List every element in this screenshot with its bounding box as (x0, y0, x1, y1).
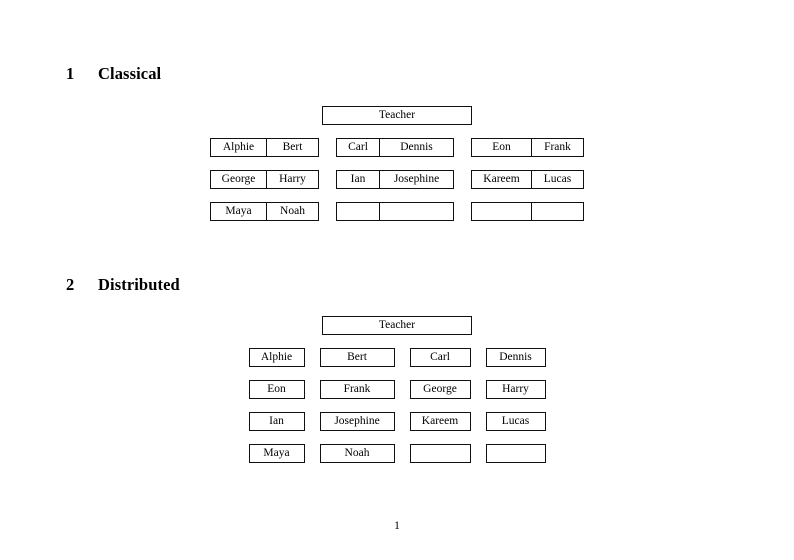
section-number: 2 (66, 275, 75, 294)
cell-name: Eon (492, 141, 511, 153)
cell-name-empty (337, 203, 379, 220)
section-title: Classical (98, 64, 162, 83)
table-row-empty (471, 202, 584, 221)
cell-name: Eon (248, 380, 305, 399)
cell-name: Kareem (409, 412, 471, 431)
cell-name: Alphie (248, 348, 305, 367)
distributed-teacher-box: Teacher (322, 316, 472, 335)
cell-name: Josephine (319, 412, 395, 431)
cell-name: Kareem (483, 173, 520, 185)
classical-diagram: Teacher Alphie Bert George Harry Maya No… (0, 106, 794, 221)
classical-group-right: Eon Frank Kareem Lucas (471, 138, 584, 221)
cell-name: Dennis (485, 348, 546, 367)
cell-name: Lucas (531, 171, 583, 188)
classical-group-container: Alphie Bert George Harry Maya Noah Carl … (0, 138, 794, 221)
section-number: 1 (66, 64, 75, 83)
cell-name: Noah (319, 444, 395, 463)
cell-name: Bert (319, 348, 395, 367)
table-row: Alphie Bert (210, 138, 319, 157)
section-heading-distributed: 2 Distributed (66, 275, 180, 295)
table-row: Maya Noah (210, 202, 319, 221)
table-row: Carl Dennis (336, 138, 454, 157)
classical-group-middle: Carl Dennis Ian Josephine (336, 138, 454, 221)
table-row: Eon Frank George Harry (248, 380, 546, 399)
cell-name: Maya (225, 205, 252, 217)
cell-name: Ian (248, 412, 305, 431)
classical-teacher-row: Teacher (0, 106, 794, 125)
distributed-diagram: Teacher Alphie Bert Carl Dennis Eon Fran… (0, 316, 794, 463)
cell-name: Alphie (222, 141, 255, 153)
section-title: Distributed (98, 275, 180, 294)
cell-name-empty (409, 444, 471, 463)
cell-name: Harry (266, 171, 318, 188)
cell-name: Josephine (379, 171, 453, 188)
cell-name: Frank (319, 380, 395, 399)
table-row: Ian Josephine Kareem Lucas (248, 412, 546, 431)
distributed-grid: Alphie Bert Carl Dennis Eon Frank George… (0, 348, 794, 463)
cell-name: Ian (350, 173, 366, 185)
classical-group-left: Alphie Bert George Harry Maya Noah (210, 138, 319, 221)
cell-name: Frank (531, 139, 583, 156)
cell-name: George (409, 380, 471, 399)
cell-name: Dennis (379, 139, 453, 156)
table-row: George Harry (210, 170, 319, 189)
cell-name: Harry (485, 380, 546, 399)
table-row: Maya Noah (248, 444, 546, 463)
distributed-teacher-row: Teacher (0, 316, 794, 335)
cell-name: Noah (266, 203, 318, 220)
cell-name: Maya (248, 444, 305, 463)
cell-name: Carl (348, 141, 368, 153)
page-number: 1 (394, 520, 400, 532)
table-row: Ian Josephine (336, 170, 454, 189)
cell-name-empty (472, 203, 531, 220)
table-row: Kareem Lucas (471, 170, 584, 189)
table-row: Alphie Bert Carl Dennis (248, 348, 546, 367)
cell-name: George (221, 173, 256, 185)
cell-name: Bert (266, 139, 318, 156)
cell-name-empty (379, 203, 453, 220)
cell-name-empty (485, 444, 546, 463)
cell-name: Carl (409, 348, 471, 367)
cell-name-empty (531, 203, 583, 220)
table-row: Eon Frank (471, 138, 584, 157)
section-heading-classical: 1 Classical (66, 64, 161, 84)
table-row-empty (336, 202, 454, 221)
cell-name: Lucas (485, 412, 546, 431)
classical-teacher-box: Teacher (322, 106, 472, 125)
